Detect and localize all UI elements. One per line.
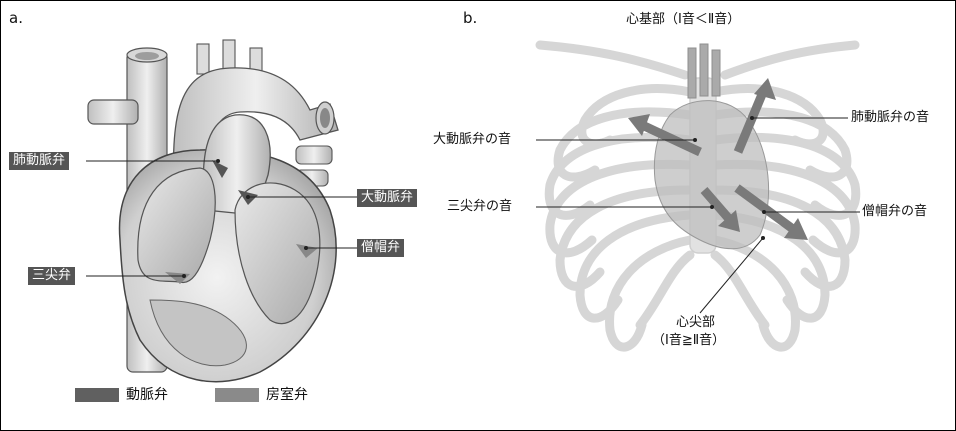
label-apex-ratio: （Ⅰ音≧Ⅱ音） [652, 333, 725, 349]
label-mitral-sound: 僧帽弁の音 [862, 204, 927, 220]
label-apex: 心尖部 [676, 315, 715, 331]
label-pulmonary-sound: 肺動脈弁の音 [851, 110, 929, 126]
label-aortic-sound: 大動脈弁の音 [433, 132, 511, 148]
label-tricuspid-sound: 三尖弁の音 [447, 199, 512, 215]
label-heart-base: 心基部（Ⅰ音＜Ⅱ音） [626, 12, 740, 28]
